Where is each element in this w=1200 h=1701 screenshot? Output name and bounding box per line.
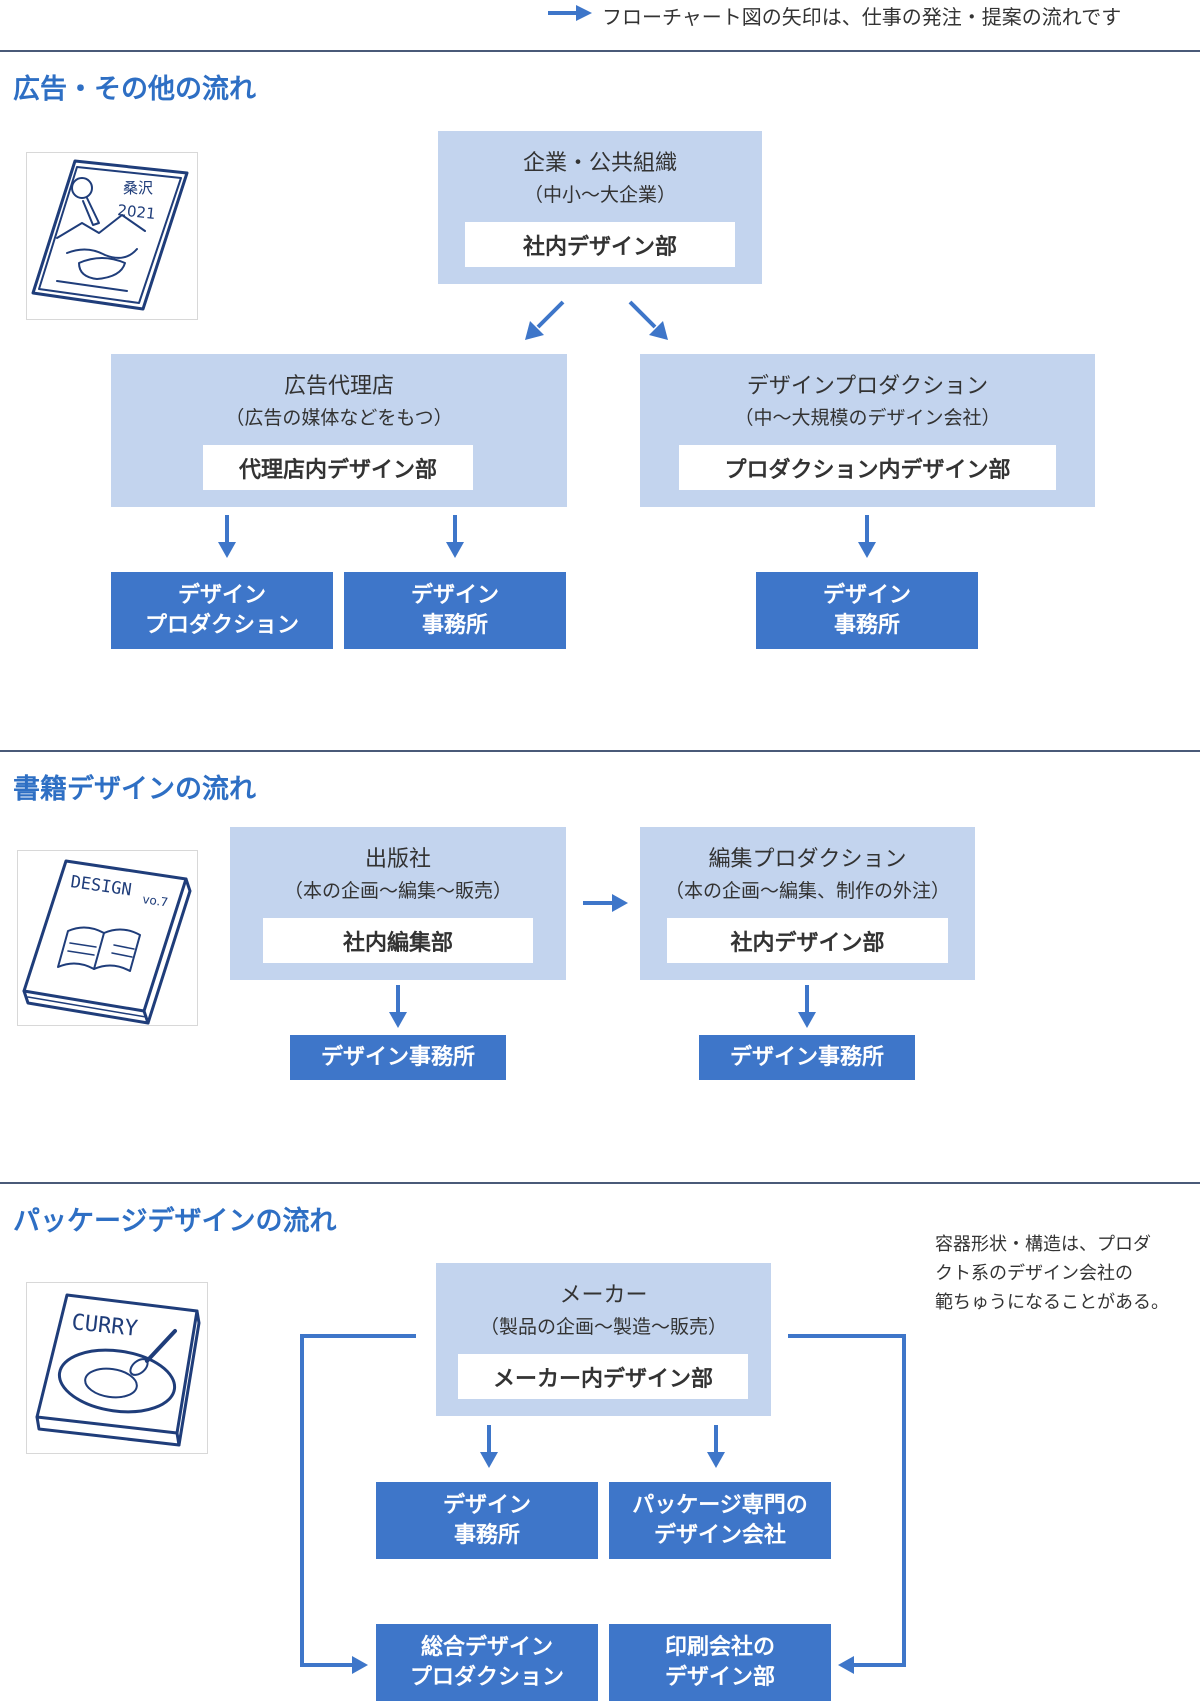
agency-out-office: デザイン 事務所	[344, 572, 566, 649]
arrow-maker-to-general-production	[300, 1334, 416, 1674]
production-subtitle: （中〜大規模のデザイン会社）	[734, 407, 1001, 429]
production-out-office: デザイン 事務所	[756, 572, 978, 649]
arrow-client-to-production	[628, 300, 668, 340]
client-title: 企業・公共組織	[522, 151, 677, 176]
package-illustration: CURRY	[26, 1282, 208, 1454]
arrow-publisher-to-office	[389, 985, 407, 1028]
arrow-maker-to-package-firm	[707, 1425, 725, 1468]
production-dept: プロダクション内デザイン部	[679, 445, 1056, 490]
agency-title: 広告代理店	[283, 374, 394, 399]
editorial-subtitle: （本の企画〜編集、制作の外注）	[664, 880, 950, 902]
svg-text:桑沢: 桑沢	[123, 179, 153, 197]
legend-text: フローチャート図の矢印は、仕事の発注・提案の流れです	[602, 5, 1122, 29]
arrow-publisher-to-editorial	[583, 894, 628, 912]
publisher-box: 出版社 （本の企画〜編集〜販売） 社内編集部	[230, 827, 566, 980]
arrow-maker-to-printing-company	[788, 1334, 906, 1674]
client-dept: 社内デザイン部	[465, 222, 735, 267]
client-subtitle: （中小〜大企業）	[523, 184, 676, 206]
arrow-agency-to-office	[446, 515, 464, 558]
production-box: デザインプロダクション （中〜大規模のデザイン会社） プロダクション内デザイン部	[640, 354, 1095, 507]
svg-text:2021: 2021	[117, 201, 157, 223]
printing-company-box: 印刷会社の デザイン部	[609, 1624, 831, 1701]
production-title: デザインプロダクション	[746, 374, 989, 399]
arrow-client-to-agency	[525, 300, 565, 340]
arrow-editorial-to-office	[798, 985, 816, 1028]
editorial-box: 編集プロダクション （本の企画〜編集、制作の外注） 社内デザイン部	[640, 827, 975, 980]
publisher-subtitle: （本の企画〜編集〜販売）	[283, 880, 512, 902]
client-box: 企業・公共組織 （中小〜大企業） 社内デザイン部	[438, 131, 762, 284]
section-title-book: 書籍デザインの流れ	[13, 774, 256, 805]
book-sketch-icon: DESIGN vo.7	[22, 859, 192, 1025]
publisher-dept: 社内編集部	[263, 918, 533, 963]
svg-text:vo.7: vo.7	[142, 892, 169, 909]
publisher-out-office: デザイン事務所	[290, 1035, 506, 1080]
calendar-illustration: 桑沢 2021	[26, 152, 198, 320]
editorial-out-office: デザイン事務所	[699, 1035, 915, 1080]
general-production-box: 総合デザイン プロダクション	[376, 1624, 598, 1701]
agency-subtitle: （広告の媒体などをもつ）	[225, 407, 453, 429]
section-title-package: パッケージデザインの流れ	[13, 1206, 337, 1237]
agency-box: 広告代理店 （広告の媒体などをもつ） 代理店内デザイン部	[111, 354, 567, 507]
calendar-sketch-icon: 桑沢 2021	[31, 159, 189, 311]
arrow-agency-to-production-firm	[218, 515, 236, 558]
editorial-dept: 社内デザイン部	[667, 918, 948, 963]
arrow-production-to-office	[858, 515, 876, 558]
maker-box: メーカー （製品の企画〜製造〜販売） メーカー内デザイン部	[436, 1263, 771, 1416]
legend-arrow-icon	[548, 5, 592, 21]
maker-out-office: デザイン 事務所	[376, 1482, 598, 1559]
agency-out-production: デザイン プロダクション	[111, 572, 333, 649]
maker-subtitle: （製品の企画〜製造〜販売）	[479, 1316, 727, 1338]
section-divider	[0, 1182, 1200, 1184]
maker-out-package-firm: パッケージ専門の デザイン会社	[609, 1482, 831, 1559]
curry-package-sketch-icon: CURRY	[35, 1293, 201, 1447]
section-title-advertising: 広告・その他の流れ	[13, 74, 256, 105]
book-illustration: DESIGN vo.7	[17, 850, 198, 1026]
editorial-title: 編集プロダクション	[708, 847, 907, 872]
publisher-title: 出版社	[364, 847, 431, 872]
svg-text:CURRY: CURRY	[70, 1310, 138, 1342]
svg-text:DESIGN: DESIGN	[69, 872, 133, 900]
maker-dept: メーカー内デザイン部	[458, 1354, 748, 1399]
section-divider	[0, 750, 1200, 752]
agency-dept: 代理店内デザイン部	[203, 445, 473, 490]
package-note: 容器形状・構造は、プロダ クト系のデザイン会社の 範ちゅうになることがある。	[935, 1234, 1169, 1313]
section-divider	[0, 50, 1200, 52]
arrow-maker-to-office	[480, 1425, 498, 1468]
maker-title: メーカー	[559, 1283, 648, 1308]
